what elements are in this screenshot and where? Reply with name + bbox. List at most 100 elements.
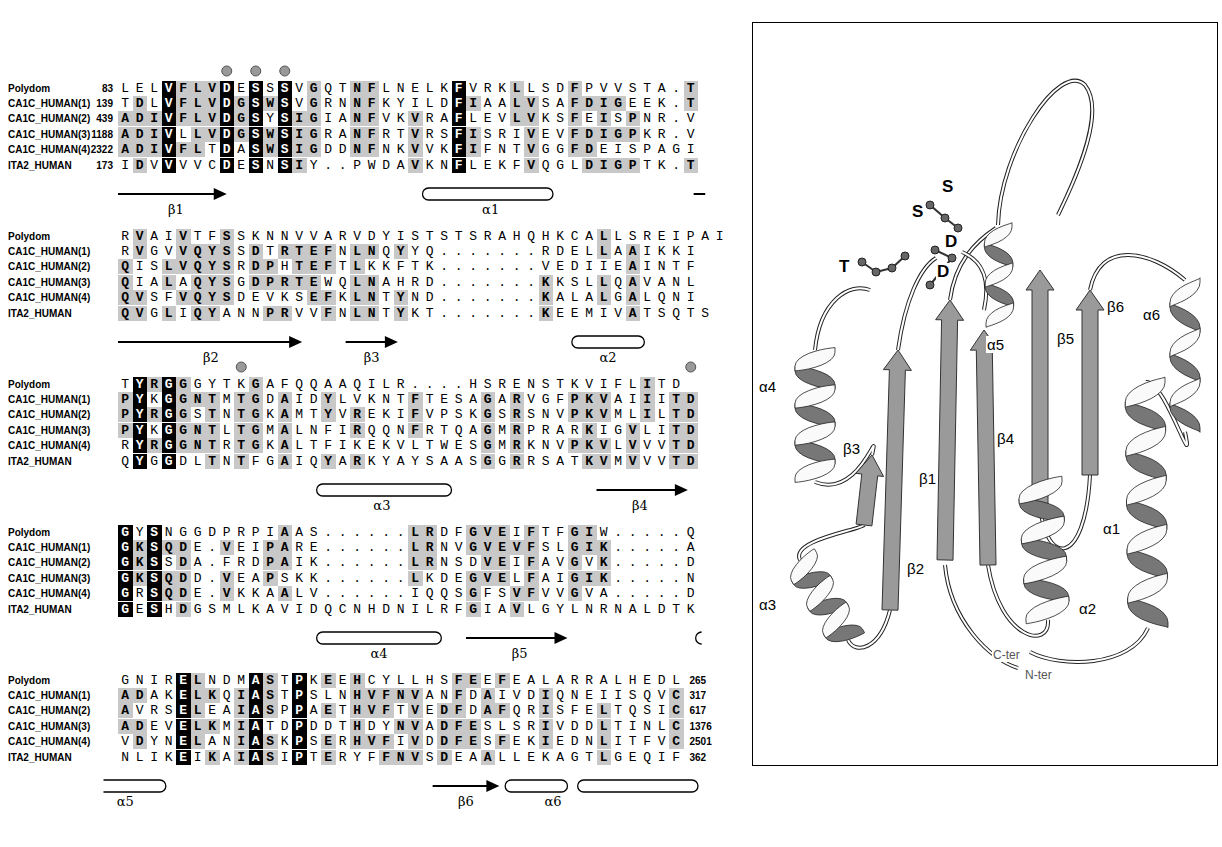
residue: R	[524, 454, 539, 469]
residue: Y	[133, 454, 148, 469]
residue: N	[640, 111, 655, 126]
residue: N	[336, 688, 351, 703]
residue: .	[669, 555, 684, 570]
residue: W	[365, 158, 380, 173]
coil-dash	[694, 193, 706, 195]
residue: V	[408, 703, 423, 718]
residue: P	[278, 703, 293, 718]
residue: T	[394, 127, 409, 142]
residue: Q	[162, 586, 177, 601]
residue: .	[495, 259, 510, 274]
residue: A	[539, 571, 554, 586]
residue: E	[205, 703, 220, 718]
residue: K	[582, 392, 597, 407]
residue: R	[423, 555, 438, 570]
residue: A	[655, 81, 670, 96]
residue: K	[307, 673, 322, 688]
residue: L	[408, 525, 423, 540]
sequence-row: PYRGGSTNTGKAMTYVREKIFVPSKGSRSNVPKVMLILTD	[118, 407, 698, 422]
structure-label: α5	[117, 794, 134, 809]
residue: .	[495, 275, 510, 290]
residue: I	[510, 525, 525, 540]
residue: T	[336, 81, 351, 96]
residue: L	[568, 602, 583, 617]
residue: Q	[350, 377, 365, 392]
residue: T	[684, 306, 699, 321]
residue: A	[423, 688, 438, 703]
structure-label: α4	[758, 378, 777, 395]
strand-arrowhead	[214, 188, 227, 200]
side-chain-atom	[954, 224, 962, 232]
residue: L	[495, 719, 510, 734]
residue: .	[394, 586, 409, 601]
residue: K	[582, 454, 597, 469]
residue: E	[437, 392, 452, 407]
residue: V	[510, 602, 525, 617]
residue: .	[655, 525, 670, 540]
residue: S	[539, 540, 554, 555]
helix-cylinder	[505, 780, 567, 792]
sequence-row: ADAKELKQIASTPSLNHVFNVANFDAIVDIQNEIISQVC	[118, 688, 684, 703]
residue: F	[524, 540, 539, 555]
residue: A	[278, 423, 293, 438]
residue: V	[176, 229, 191, 244]
residue: D	[568, 259, 583, 274]
residue: .	[510, 244, 525, 259]
residue: V	[118, 734, 133, 749]
residue: K	[307, 571, 322, 586]
residue: F	[495, 734, 510, 749]
residue: G	[176, 377, 191, 392]
residue: D	[321, 142, 336, 157]
residue: W	[321, 275, 336, 290]
residue: A	[379, 275, 394, 290]
residue: N	[350, 81, 365, 96]
residue: N	[539, 438, 554, 453]
helix-front	[791, 549, 818, 585]
residue: T	[205, 407, 220, 422]
residue: .	[336, 586, 351, 601]
residue: K	[365, 454, 380, 469]
residue: D	[582, 142, 597, 157]
residue: .	[495, 306, 510, 321]
sequence-row: TYRGGGYTKGAFQQAAQILR....HSRENSTKVIFLITD	[118, 377, 684, 392]
residue: D	[176, 540, 191, 555]
residue: D	[553, 81, 568, 96]
residue: F	[568, 142, 583, 157]
residue: D	[133, 734, 148, 749]
residue: G	[249, 377, 264, 392]
residue: E	[408, 81, 423, 96]
residue: T	[292, 275, 307, 290]
residue: S	[249, 127, 264, 142]
residue: S	[220, 259, 235, 274]
structure-label: α1	[482, 202, 499, 217]
residue: K	[394, 111, 409, 126]
residue: R	[220, 438, 235, 453]
side-chain-atom	[926, 281, 934, 289]
residue: D	[437, 734, 452, 749]
sequence-name: CA1C_HUMAN(1)	[8, 540, 90, 555]
beta-strand	[1076, 290, 1104, 475]
residue: I	[147, 750, 162, 765]
loop-tube	[1030, 628, 1148, 662]
residue: S	[626, 688, 641, 703]
residue: N	[336, 96, 351, 111]
residue: F	[321, 244, 336, 259]
residue: R	[423, 540, 438, 555]
residue: G	[611, 750, 626, 765]
residue: I	[466, 142, 481, 157]
residue: V	[481, 571, 496, 586]
sequence-row: GYSNGGDPRPIAAS......LRDFGVEIFTFGIW.....Q	[118, 525, 698, 540]
residue: E	[553, 306, 568, 321]
residue: R	[495, 377, 510, 392]
residue: V	[481, 555, 496, 570]
residue: K	[205, 719, 220, 734]
residue: D	[263, 392, 278, 407]
residue: F	[568, 111, 583, 126]
residue: N	[365, 244, 380, 259]
residue: F	[278, 377, 293, 392]
strand-arrowhead	[385, 336, 398, 348]
beta-strand	[970, 330, 998, 565]
residue: N	[394, 719, 409, 734]
residue: K	[655, 244, 670, 259]
residue: K	[336, 290, 351, 305]
